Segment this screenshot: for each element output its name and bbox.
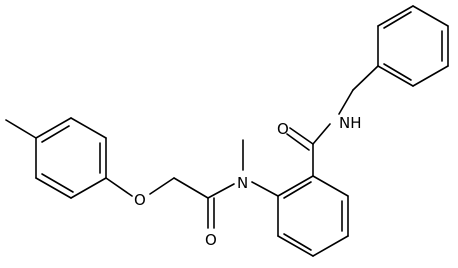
ether-linker-bonds	[105, 177, 209, 199]
benzyl-phenyl-ring	[377, 5, 449, 87]
ring-to-amine-bond	[251, 181, 279, 197]
central-benzene-ring	[277, 175, 349, 257]
carbonyl-oxygen-bottom-label: O	[205, 231, 217, 249]
tolyl-methyl-bond	[5, 119, 37, 139]
amine-nitrogen-label: N	[237, 174, 248, 192]
benzamide-carbonyl	[286, 123, 331, 177]
tolyl-ring	[35, 117, 107, 199]
acetamide-carbonyl	[207, 183, 235, 229]
amide-nh-label: NH	[339, 114, 362, 132]
benzyl-ch2-bonds	[338, 65, 379, 115]
carbonyl-oxygen-top-label: O	[277, 120, 289, 138]
ether-oxygen-label: O	[134, 191, 146, 209]
